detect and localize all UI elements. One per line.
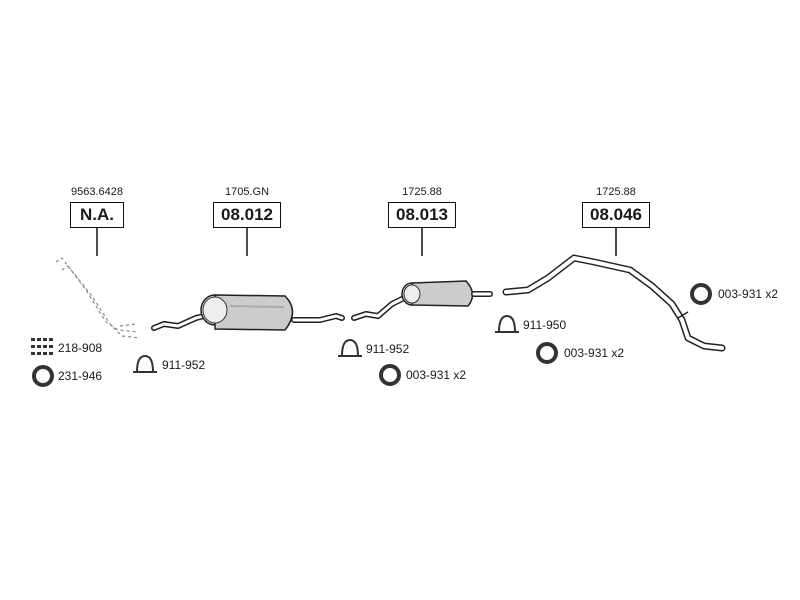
gasket-icon bbox=[379, 364, 401, 386]
ref-number: 9563.6428 bbox=[71, 186, 123, 198]
tail-pipe-08046 bbox=[502, 254, 726, 352]
gasket-label: 003-931 x2 bbox=[718, 287, 779, 301]
gasket-label: 003-931 x2 bbox=[406, 368, 467, 382]
middle-silencer-08012 bbox=[151, 294, 345, 331]
part-box-08013[interactable]: 08.013 bbox=[388, 202, 456, 228]
part-box-na[interactable]: N.A. bbox=[70, 202, 124, 228]
gasket-label: 003-931 x2 bbox=[564, 346, 625, 360]
rear-silencer-08013 bbox=[351, 280, 493, 321]
clamp-icon bbox=[133, 354, 157, 373]
part-box-08012[interactable]: 08.012 bbox=[213, 202, 281, 228]
clamp-label: 911-952 bbox=[366, 342, 410, 356]
clamp-label: 911-950 bbox=[523, 318, 567, 332]
clamp-icon bbox=[495, 314, 519, 333]
gasket-icon bbox=[536, 342, 558, 364]
clamp-label: 911-952 bbox=[162, 358, 206, 372]
gasket-icon bbox=[690, 283, 712, 305]
ring-label: 231-946 bbox=[58, 369, 103, 383]
clamp-icon bbox=[338, 338, 362, 357]
front-pipe-dashed bbox=[55, 257, 141, 339]
part-box-08046[interactable]: 08.046 bbox=[582, 202, 650, 228]
ring-icon bbox=[32, 365, 54, 387]
fitting-kit-icon bbox=[31, 338, 53, 355]
ref-number: 1705.GN bbox=[224, 186, 270, 198]
kit-label: 218-908 bbox=[58, 341, 103, 355]
ref-number: 1725.88 bbox=[402, 186, 442, 198]
ref-number: 1725.88 bbox=[596, 186, 636, 198]
